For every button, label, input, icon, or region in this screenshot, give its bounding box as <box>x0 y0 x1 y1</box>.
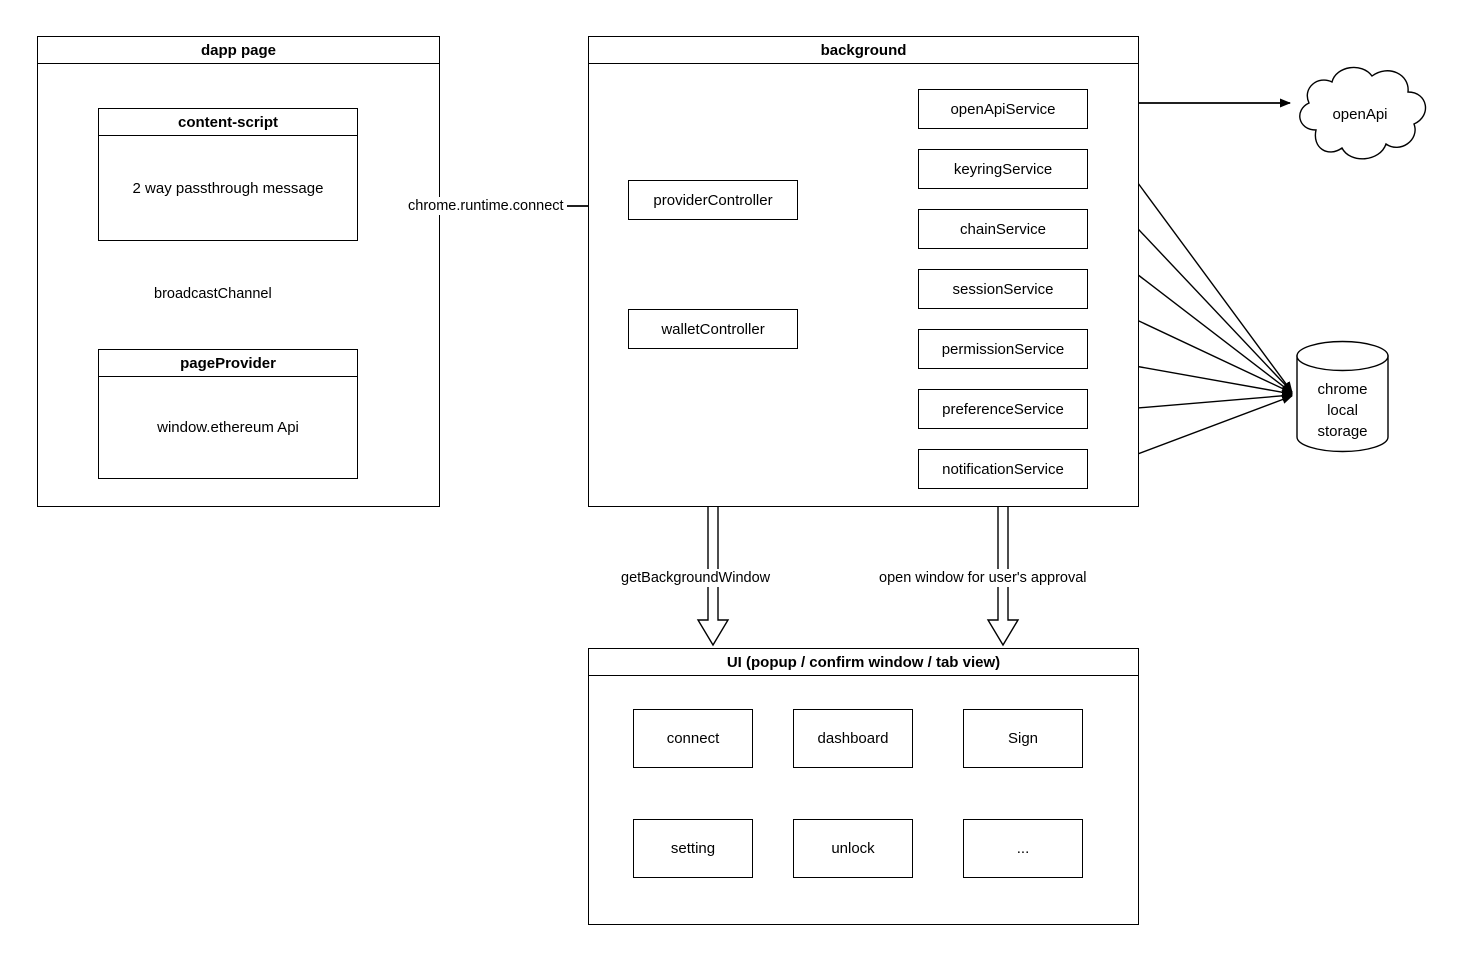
node-session-service[interactable]: sessionService <box>918 269 1088 309</box>
page-provider-body: window.ethereum Api <box>157 419 299 436</box>
node-open-api-service[interactable]: openApiService <box>918 89 1088 129</box>
node-ui-unlock[interactable]: unlock <box>793 819 913 878</box>
edge-label-open-window-approval: open window for user's approval <box>876 569 1090 587</box>
node-ui-dashboard[interactable]: dashboard <box>793 709 913 768</box>
node-chain-service[interactable]: chainService <box>918 209 1088 249</box>
database-cylinder-icon <box>1296 340 1389 453</box>
node-wallet-controller[interactable]: walletController <box>628 309 798 349</box>
node-provider-controller[interactable]: providerController <box>628 180 798 220</box>
edge-label-get-background-window: getBackgroundWindow <box>618 569 774 587</box>
content-script-body: 2 way passthrough message <box>132 179 324 197</box>
chrome-local-storage-line2: local <box>1327 402 1358 419</box>
node-ui-more[interactable]: ... <box>963 819 1083 878</box>
node-ui-sign[interactable]: Sign <box>963 709 1083 768</box>
open-api-cloud-label: openApi <box>1332 106 1388 123</box>
page-provider-title: pageProvider <box>99 350 357 377</box>
edge-label-broadcast-channel: broadcastChannel <box>151 285 275 303</box>
node-notification-service[interactable]: notificationService <box>918 449 1088 489</box>
edge-label-chrome-runtime-connect: chrome.runtime.connect <box>405 197 567 215</box>
chrome-local-storage-line3: storage <box>1317 423 1368 440</box>
node-chrome-local-storage[interactable]: chrome local storage <box>1296 340 1389 453</box>
node-keyring-service[interactable]: keyringService <box>918 149 1088 189</box>
block-arrow-openWindowApproval <box>986 488 1020 647</box>
lane-ui: UI (popup / confirm window / tab view) <box>588 648 1139 925</box>
chrome-local-storage-line1: chrome <box>1317 381 1368 398</box>
node-open-api-cloud[interactable]: openApi <box>1284 58 1436 172</box>
node-content-script[interactable]: content-script 2 way passthrough message <box>98 108 358 241</box>
lane-dapp-page-title: dapp page <box>38 37 439 64</box>
lane-ui-title: UI (popup / confirm window / tab view) <box>589 649 1138 676</box>
node-ui-setting[interactable]: setting <box>633 819 753 878</box>
content-script-title: content-script <box>99 109 357 136</box>
cloud-icon <box>1299 66 1427 160</box>
node-permission-service[interactable]: permissionService <box>918 329 1088 369</box>
lane-background-title: background <box>589 37 1138 64</box>
node-ui-connect[interactable]: connect <box>633 709 753 768</box>
node-preference-service[interactable]: preferenceService <box>918 389 1088 429</box>
node-page-provider[interactable]: pageProvider window.ethereum Api <box>98 349 358 479</box>
